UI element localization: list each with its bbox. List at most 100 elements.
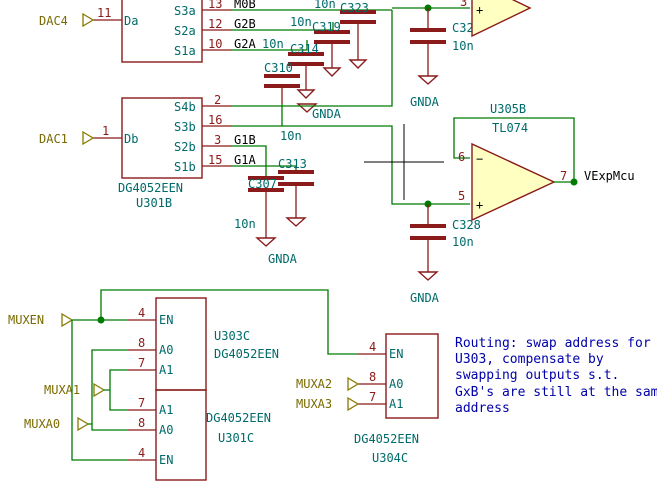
u301c-pin-en: EN: [159, 453, 173, 467]
u301a-pin-s2a-num: 12: [208, 17, 222, 31]
u305b-body: [471, 142, 556, 222]
u301c-body: [155, 389, 207, 481]
u301b-value: DG4052EEN: [118, 181, 183, 195]
net-vexpmcu-label: VExpMcu: [584, 169, 635, 183]
u305b-pin-out: 7: [560, 169, 567, 183]
c323-value: 10n: [314, 0, 336, 11]
capacitor-c323[interactable]: C323 10n: [314, 0, 376, 60]
u304c-pin-a1: A1: [389, 397, 403, 411]
u301b-pin-s3b-label: S3b: [174, 120, 196, 134]
c310-value: 10n: [280, 129, 302, 143]
capacitor-c328[interactable]: C328 10n: [410, 204, 481, 272]
net-g2b-label: G2B: [234, 17, 256, 31]
junction-output: [570, 178, 578, 186]
c307-value: 10n: [234, 217, 256, 231]
u304c-pin-en: EN: [389, 347, 403, 361]
port-muxa1-label: MUXA1: [44, 383, 80, 397]
u305b-minus-sign: −: [476, 152, 483, 166]
opamp-top-pin: 3: [460, 0, 467, 9]
wire-muxa0-u301c: [88, 423, 128, 431]
u301c-block[interactable]: A1 A0 EN 7 8 4 DG4052EEN U301C: [128, 389, 271, 481]
capacitor-c314[interactable]: C314 10n: [262, 37, 324, 90]
u303c-value: DG4052EEN: [214, 347, 279, 361]
u301a-pin-s3a-label: S3a: [174, 4, 196, 18]
u301b-pin-db-num: 1: [102, 124, 109, 138]
capacitor-c327[interactable]: C327 10n: [410, 8, 481, 76]
port-muxa3[interactable]: MUXA3: [296, 396, 360, 412]
gnd-top-symbol: [296, 103, 318, 113]
wire-muxa1-u301c: [109, 390, 128, 411]
u304c-block[interactable]: EN A0 A1 4 8 7 DG4052EEN U304C: [354, 333, 439, 465]
port-muxa0-arrow: [77, 416, 90, 432]
wire-muxa0-u303c: [91, 349, 128, 424]
u303c-pin-a0: A0: [159, 343, 173, 357]
port-muxa2[interactable]: MUXA2: [296, 376, 360, 392]
port-dac1-arrow: [82, 130, 95, 146]
wire-g2a: [232, 40, 308, 51]
u301a-pin-da-label: Da: [124, 14, 138, 28]
u301b-block[interactable]: Db 1 S4b S3b S2b S1b 2 16 3 15 DG4052EEN…: [93, 93, 232, 210]
u304c-value: DG4052EEN: [354, 432, 419, 446]
wire-s4b-to-c327: [232, 10, 393, 107]
gnd-c314-symbol: [296, 89, 316, 99]
port-dac1[interactable]: DAC1: [39, 130, 95, 146]
port-dac4-label: DAC4: [39, 14, 68, 28]
capacitor-c310[interactable]: C310: [264, 61, 300, 104]
capacitor-c307[interactable]: C307 10n: [234, 176, 284, 238]
wire-s3b: [232, 104, 283, 127]
u304c-pin-a1-num: 7: [369, 390, 376, 404]
u303c-block[interactable]: EN A0 A1 4 8 7 U303C DG4052EEN: [128, 297, 279, 391]
u304c-ref: U304C: [372, 451, 408, 465]
wire-muxen-to-u301c: [71, 320, 128, 461]
note-line-1: Routing: swap address for: [455, 336, 651, 351]
c328-value: 10n: [452, 235, 474, 249]
port-muxa3-label: MUXA3: [296, 397, 332, 411]
c314-ref: C314: [290, 42, 319, 56]
gnda-label-c307: GNDA: [268, 252, 298, 266]
capacitor-c313[interactable]: C313: [278, 157, 314, 218]
c327-value: 10n: [452, 39, 474, 53]
u301b-ref: U301B: [136, 196, 172, 210]
u301b-pin-s4b-num: 2: [214, 93, 221, 107]
capacitor-c319[interactable]: C319 10n: [290, 15, 350, 68]
note-line-2: U303, compensate by: [455, 352, 604, 367]
wire-g1b: [232, 145, 267, 178]
gnda-label-c327: GNDA: [410, 95, 440, 109]
opamp-top-body: [471, 0, 532, 38]
gnda-label-top: GNDA: [312, 107, 342, 121]
port-muxa1[interactable]: MUXA1: [44, 382, 106, 398]
gnd-c307-symbol: [255, 237, 277, 247]
u305b-plus-sign: +: [476, 198, 483, 212]
port-dac4[interactable]: DAC4: [39, 12, 95, 28]
gnd-c323-symbol: [348, 59, 368, 69]
port-muxen[interactable]: MUXEN: [8, 312, 74, 328]
c307-ref: C307: [248, 177, 277, 191]
port-muxa3-arrow: [347, 396, 360, 412]
u304c-body: [385, 333, 439, 419]
port-muxa0[interactable]: MUXA0: [24, 416, 90, 432]
u303c-pin-a1-num: 7: [138, 356, 145, 370]
u301c-pin-a1: A1: [159, 403, 173, 417]
u301a-pin-s3a-num: 13: [208, 0, 222, 11]
u301c-pin-a0-num: 8: [138, 416, 145, 430]
gnd-c313-symbol: [285, 217, 307, 227]
c328-ref: C328: [452, 218, 481, 232]
u301b-pin-s1b-label: S1b: [174, 160, 196, 174]
u305b-ref: U305B: [490, 102, 526, 116]
opamp-top-fragment[interactable]: 3 +: [460, 0, 532, 38]
c313-ref: C313: [278, 157, 307, 171]
u301b-pin-s4b-label: S4b: [174, 100, 196, 114]
gnd-c319-symbol: [322, 67, 342, 77]
gnd-c328-symbol: [417, 271, 439, 281]
u304c-pin-a0-num: 8: [369, 370, 376, 384]
u301a-block[interactable]: Da 11 S3a S2a S1a 13 12 10: [93, 0, 232, 63]
c314-value: 10n: [262, 37, 284, 51]
u303c-pin-a0-num: 8: [138, 336, 145, 350]
u305b-opamp[interactable]: U305B TL074 − + 6 5 7 VExpMcu: [453, 102, 635, 222]
u301b-pin-db-label: Db: [124, 132, 138, 146]
u301c-pin-a0: A0: [159, 423, 173, 437]
c310-ref: C310: [264, 61, 293, 75]
net-g2a-label: G2A: [234, 37, 256, 51]
